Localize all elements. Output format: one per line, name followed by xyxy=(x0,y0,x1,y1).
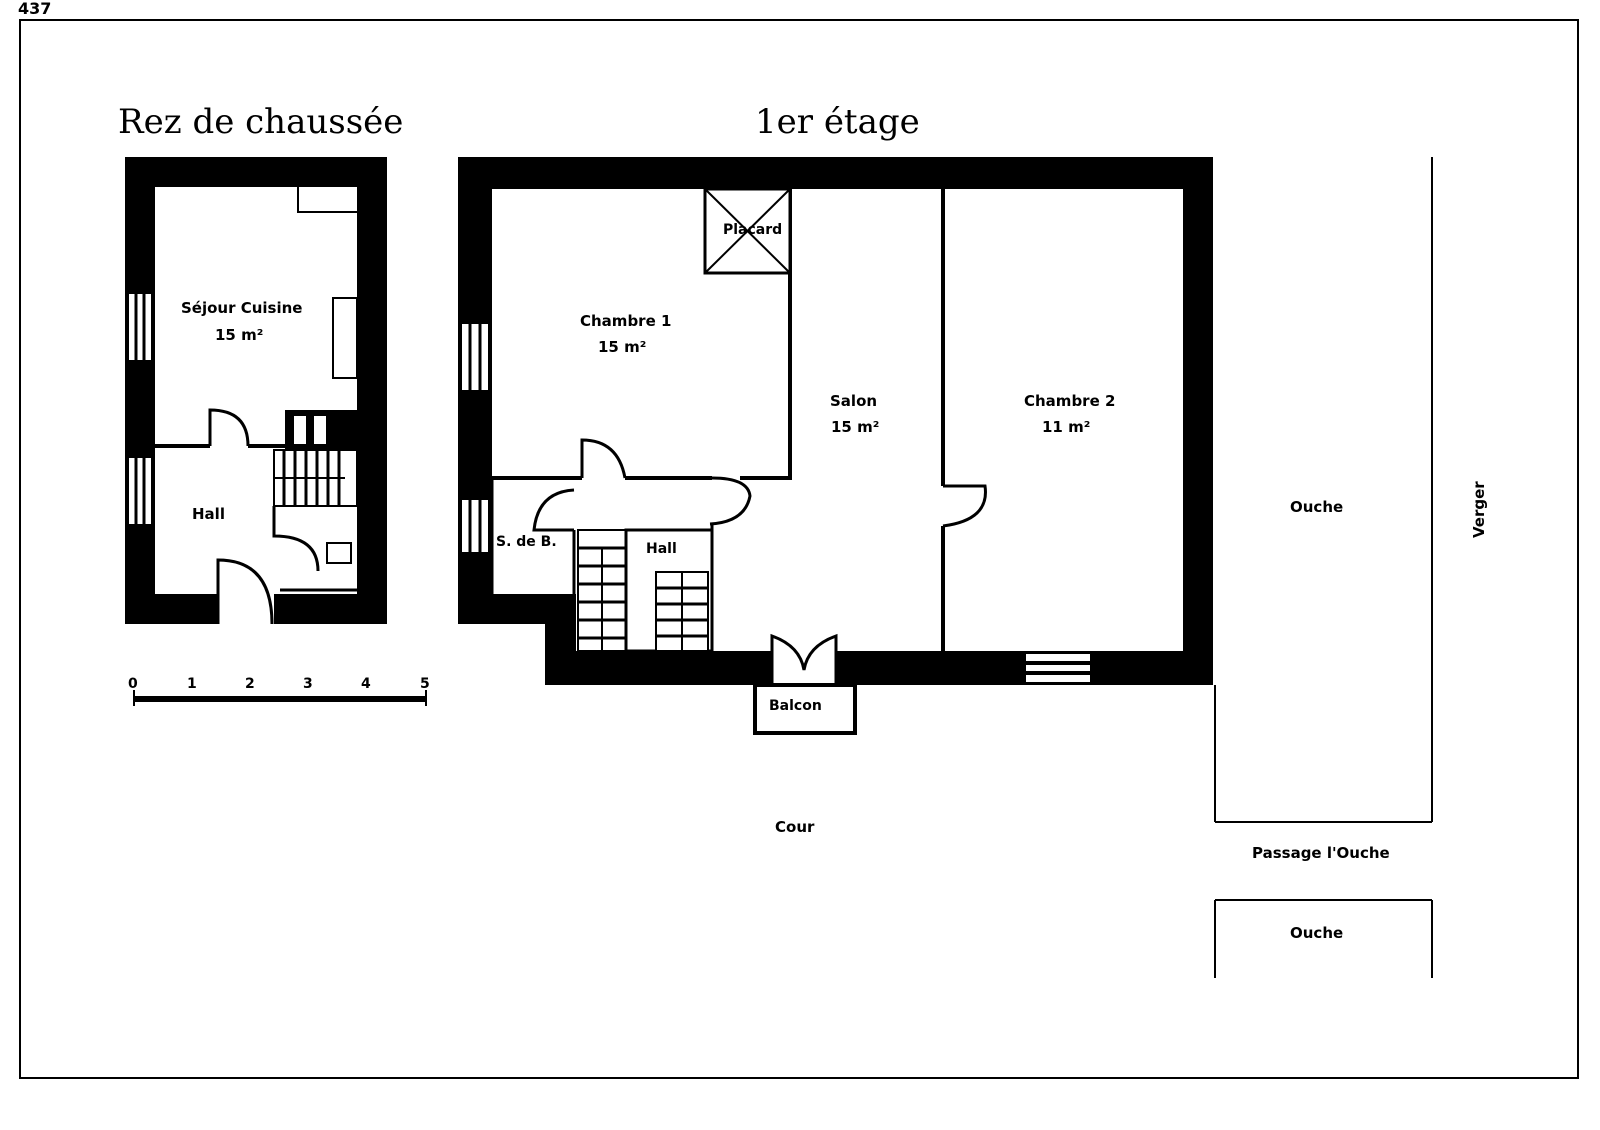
room-area-sejour: 15 m² xyxy=(215,326,263,344)
scale-tick-0: 0 xyxy=(128,676,138,692)
room-label-sde: S. de B. xyxy=(496,534,557,550)
title-ground-floor: Rez de chaussée xyxy=(118,102,403,142)
room-area-chambre-1: 15 m² xyxy=(598,338,646,356)
scale-bar: 0 1 2 3 4 5 xyxy=(128,676,430,706)
room-label-balcon: Balcon xyxy=(769,698,822,714)
ground-floor-plan xyxy=(125,157,387,625)
exterior-label-verger: Verger xyxy=(1470,481,1488,538)
room-label-ground-hall: Hall xyxy=(192,505,225,523)
room-label-chambre-1: Chambre 1 xyxy=(580,312,671,330)
exterior-label-ouche-2: Ouche xyxy=(1290,924,1343,942)
room-label-salon: Salon xyxy=(830,392,877,410)
room-area-salon: 15 m² xyxy=(831,418,879,436)
exterior-label-passage: Passage l'Ouche xyxy=(1252,844,1390,862)
room-area-chambre-2: 11 m² xyxy=(1042,418,1090,436)
room-label-placard: Placard xyxy=(723,222,782,238)
scale-tick-3: 3 xyxy=(303,676,313,692)
first-floor-plan xyxy=(458,157,1213,735)
corner-label: 437 xyxy=(18,0,51,18)
page-frame xyxy=(19,19,1579,1079)
room-label-sejour: Séjour Cuisine xyxy=(181,299,302,317)
scale-tick-5: 5 xyxy=(420,676,430,692)
title-first-floor: 1er étage xyxy=(755,102,920,142)
scale-tick-2: 2 xyxy=(245,676,255,692)
room-label-first-hall: Hall xyxy=(646,541,677,557)
exterior-label-ouche-1: Ouche xyxy=(1290,498,1343,516)
room-label-chambre-2: Chambre 2 xyxy=(1024,392,1115,410)
scale-tick-4: 4 xyxy=(361,676,371,692)
exterior-outlines xyxy=(1214,157,1433,978)
exterior-label-cour: Cour xyxy=(775,818,815,836)
scale-tick-1: 1 xyxy=(187,676,197,692)
